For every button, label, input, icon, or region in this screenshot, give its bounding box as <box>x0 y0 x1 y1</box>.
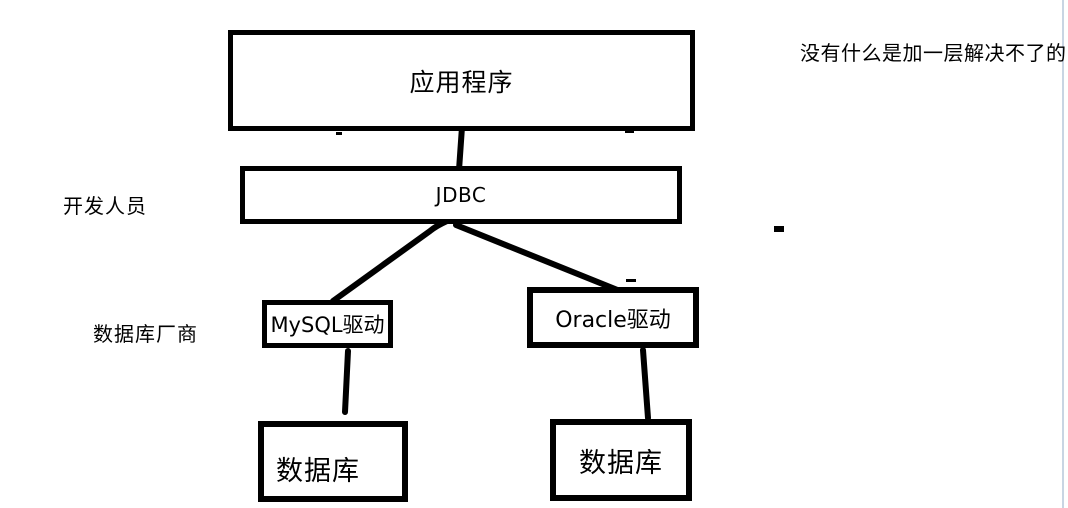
node-application: 应用程序 <box>228 30 695 131</box>
annotation-top-right: 没有什么是加一层解决不了的 <box>800 41 1067 65</box>
node-oracle-driver-label: Oracle驱动 <box>555 307 671 333</box>
edge-oracle-driver-database <box>640 347 651 421</box>
ink-mark-mid-right <box>774 226 784 232</box>
node-jdbc: JDBC <box>240 166 682 224</box>
edge-jdbc-oracle-driver <box>453 222 623 294</box>
node-database-left-label: 数据库 <box>276 456 360 487</box>
node-oracle-driver: Oracle驱动 <box>527 287 699 348</box>
ink-mark-below-application-left <box>336 132 342 135</box>
edge-mysql-driver-database <box>342 348 351 415</box>
edge-jdbc-mysql-driver <box>330 218 450 304</box>
ink-mark-above-oracle <box>626 279 636 282</box>
node-database-left: 数据库 <box>258 421 408 502</box>
node-mysql-driver: MySQL驱动 <box>262 300 393 348</box>
label-developers: 开发人员 <box>63 194 147 218</box>
node-application-label: 应用程序 <box>409 67 514 97</box>
node-database-right: 数据库 <box>550 419 692 501</box>
node-database-right-label: 数据库 <box>579 447 663 479</box>
node-mysql-driver-label: MySQL驱动 <box>270 313 385 337</box>
node-jdbc-label: JDBC <box>435 183 487 207</box>
label-database-vendors: 数据库厂商 <box>93 322 198 346</box>
edge-application-jdbc <box>456 124 465 173</box>
